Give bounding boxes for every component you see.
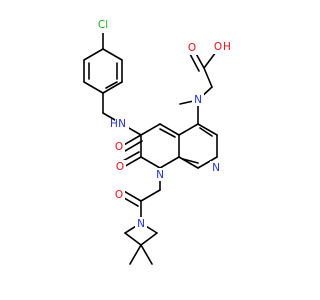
bond (182, 158, 199, 164)
amide-n-label: N (118, 118, 126, 130)
bond (197, 156, 218, 169)
hydroxyl-o-label: O (214, 41, 222, 53)
bond (197, 123, 218, 136)
bond (102, 48, 123, 61)
amide-nh-atom: N H (110, 117, 129, 131)
bond (203, 67, 213, 88)
bond (121, 134, 142, 147)
bond (140, 232, 158, 246)
bond (140, 123, 161, 136)
ring-n1-label: N (156, 169, 164, 181)
amide-oxygen-atom: O (113, 140, 125, 153)
ketone-oxygen-atom: O (113, 188, 125, 201)
atom-label-layer: Cl N H O O H O N O N (93, 19, 232, 230)
amide-o-label: O (115, 141, 123, 153)
bond (83, 81, 104, 94)
pyridine-n-label: N (212, 162, 220, 174)
bond (121, 189, 142, 202)
bond (178, 156, 199, 169)
azetidine-nitrogen-atom: N (135, 217, 147, 230)
bond (124, 232, 142, 246)
bond-layer (83, 26, 218, 265)
bond (159, 123, 180, 136)
ketone-o-label: O (115, 189, 123, 201)
bond (178, 123, 199, 136)
acid-carbonyl-oxygen-atom: O (186, 42, 198, 55)
bond (129, 244, 142, 265)
ring-carbonyl-o-label: O (116, 161, 124, 173)
chlorine-atom: Cl (93, 19, 113, 33)
bond (159, 156, 180, 169)
bond (102, 81, 123, 94)
ring-carbonyl-oxygen-atom: O (114, 160, 126, 173)
pyridine-nitrogen-atom: N (210, 161, 222, 174)
bond (140, 244, 153, 265)
bond (105, 81, 118, 89)
azetidine-n-label: N (137, 218, 145, 230)
acid-carbonyl-o-label: O (188, 42, 196, 54)
amine-n-label: N (194, 94, 202, 106)
bond (140, 189, 161, 202)
bond (159, 128, 176, 138)
bond (203, 51, 217, 69)
amine-nitrogen-atom: N (192, 93, 204, 106)
molecule-structure-diagram: Cl N H O O H O N O N (83, 19, 232, 265)
hydroxyl-h-label: H (223, 41, 231, 53)
bond (189, 53, 200, 72)
bond (140, 156, 161, 169)
amide-h-label: H (110, 118, 118, 130)
chlorine-label: Cl (98, 19, 108, 31)
hydroxyl-atom: O H (210, 40, 232, 54)
bond (199, 127, 213, 137)
ring-nitrogen-atom: N (154, 168, 166, 181)
bond (124, 140, 143, 152)
bond (83, 48, 104, 61)
